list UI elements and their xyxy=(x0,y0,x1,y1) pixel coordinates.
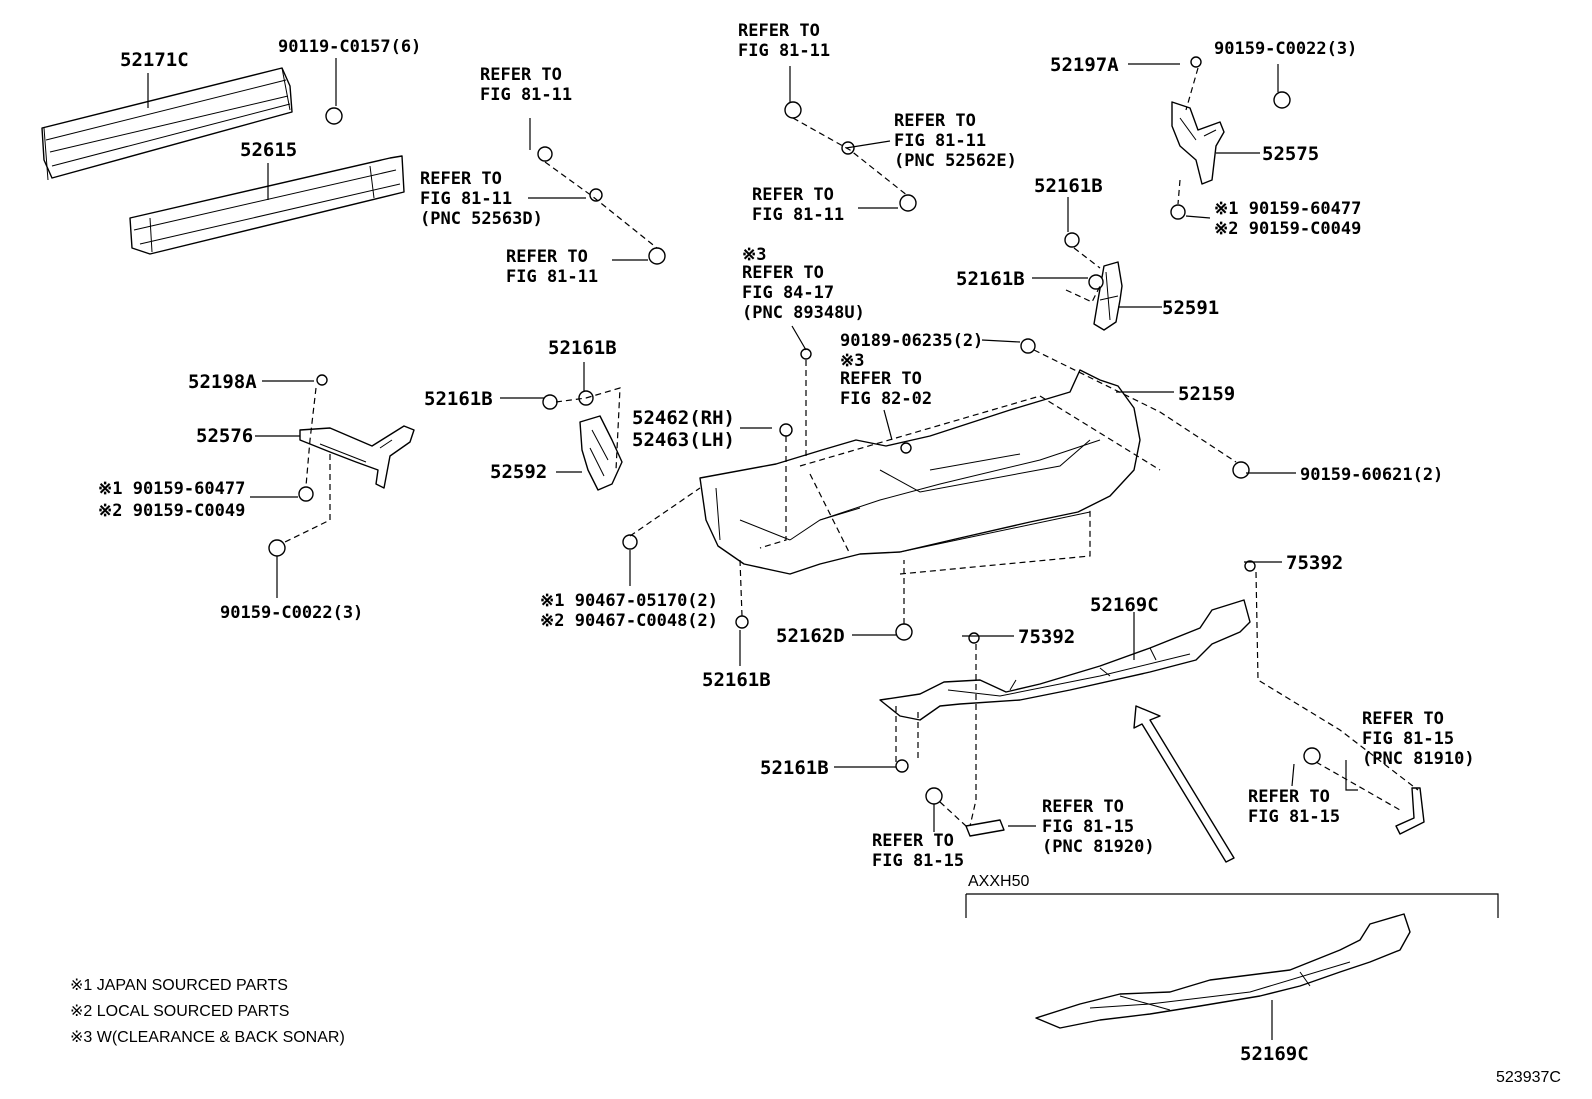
variant-label: AXXH50 xyxy=(968,873,1029,890)
label-75392-b: 75392 xyxy=(1018,626,1075,648)
label-52159: 52159 xyxy=(1178,383,1235,405)
label-52161b-b: 52161B xyxy=(424,388,493,410)
label-52576-b2: ※2 90159-C0049 xyxy=(98,501,245,521)
label-52462: 52462(RH) xyxy=(632,407,735,429)
label-52161b-f: 52161B xyxy=(760,757,829,779)
label-52161b-c: 52161B xyxy=(1034,175,1103,197)
label-52592: 52592 xyxy=(490,461,547,483)
label-52171c: 52171C xyxy=(120,49,189,71)
footnote-1: ※1 JAPAN SOURCED PARTS xyxy=(70,977,288,994)
label-90159-c0022: 90159-C0022(3) xyxy=(1214,39,1357,59)
label-75392-a: 75392 xyxy=(1286,552,1343,574)
label-52161b-e: 52161B xyxy=(702,669,771,691)
bracket-52592 xyxy=(579,415,623,491)
assembly-lines xyxy=(284,67,1419,827)
label-52169c-b: 52169C xyxy=(1240,1043,1309,1065)
footnote-2: ※2 LOCAL SOURCED PARTS xyxy=(70,1003,289,1020)
reflector-left xyxy=(965,819,1005,837)
label-52576: 52576 xyxy=(196,425,253,447)
label-52198a: 52198A xyxy=(188,371,257,393)
lower-garnish-52169c-axxh50 xyxy=(1035,913,1411,1029)
bumper-cover-52159 xyxy=(699,369,1141,575)
diagram-id: 523937C xyxy=(1496,1069,1561,1086)
label-90189: 90189-06235(2) xyxy=(840,331,983,351)
bracket-52576 xyxy=(299,425,415,489)
direction-arrow xyxy=(1133,705,1235,863)
label-52169c-a: 52169C xyxy=(1090,594,1159,616)
label-52615: 52615 xyxy=(240,139,297,161)
label-90467-1: ※1 90467-05170(2) xyxy=(540,591,718,611)
absorber-52615 xyxy=(129,155,405,255)
lower-garnish-52169c xyxy=(879,599,1251,721)
label-52576-c: 90159-C0022(3) xyxy=(220,603,363,623)
label-52575-b1: ※1 90159-60477 xyxy=(1214,199,1361,219)
bracket-52575 xyxy=(1171,101,1225,185)
label-90467-2: ※2 90467-C0048(2) xyxy=(540,611,718,631)
reinforcement-52171c xyxy=(41,67,293,181)
label-52197a: 52197A xyxy=(1050,54,1119,76)
label-52575-b2: ※2 90159-C0049 xyxy=(1214,219,1361,239)
leader-lines xyxy=(147,58,1499,1040)
label-52576-b1: ※1 90159-60477 xyxy=(98,479,245,499)
part-labels: 52171C 90119-C0157(6) 52615 52198A 52576… xyxy=(98,37,1443,1065)
label-52161b-a: 52161B xyxy=(548,337,617,359)
label-52591: 52591 xyxy=(1162,297,1219,319)
bracket-52591 xyxy=(1093,261,1123,331)
label-52162d: 52162D xyxy=(776,625,845,647)
footnotes: ※1 JAPAN SOURCED PARTS ※2 LOCAL SOURCED … xyxy=(70,977,345,1046)
label-52463: 52463(LH) xyxy=(632,429,735,451)
label-52575: 52575 xyxy=(1262,143,1319,165)
label-52161b-d: 52161B xyxy=(956,268,1025,290)
footnote-3: ※3 W(CLEARANCE & BACK SONAR) xyxy=(70,1029,345,1046)
label-90119: 90119-C0157(6) xyxy=(278,37,421,57)
reflector-right xyxy=(1395,787,1425,835)
label-90159-60621: 90159-60621(2) xyxy=(1300,465,1443,485)
